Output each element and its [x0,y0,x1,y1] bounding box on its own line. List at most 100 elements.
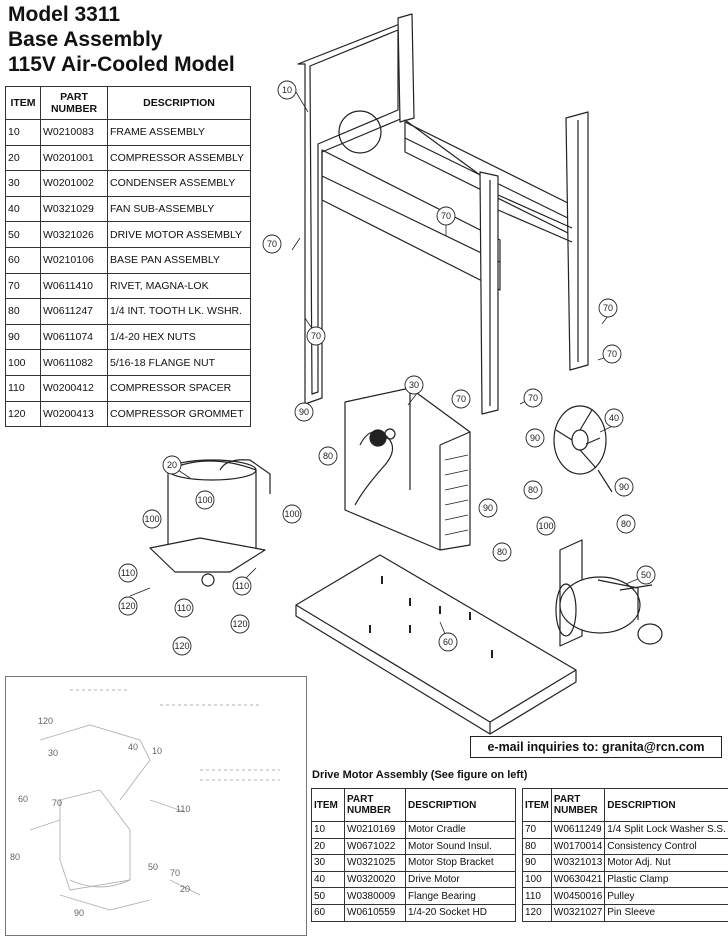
description-cell: COMPRESSOR GROMMET [107,400,251,428]
frame-assembly-drawing [297,13,589,415]
description-cell: Flange Bearing [405,887,516,905]
drive-motor-heading: Drive Motor Assembly (See figure on left… [312,769,528,781]
item-cell: 120 [522,903,552,922]
callout-30: 30 [409,380,419,390]
inset-callout-30: 30 [48,748,58,758]
description-cell: 1/4-20 Socket HD [405,903,516,922]
part-number-cell: W0611082 [40,349,108,376]
callout-120: 120 [174,641,189,651]
item-cell: 110 [5,374,41,402]
item-cell: 80 [522,837,552,856]
drive-motor-inset-sketch [29,689,280,911]
callout-110: 110 [235,581,249,591]
item-cell: 20 [311,837,345,856]
item-cell: 70 [522,821,552,839]
header-description: DESCRIPTION [604,788,728,822]
description-cell: Consistency Control [604,837,728,856]
item-cell: 90 [5,323,41,351]
callout-100: 100 [144,514,159,524]
fan-subassembly-drawing [553,405,613,493]
item-cell: 30 [311,854,345,872]
callout-70: 70 [607,349,617,359]
callout-70: 70 [603,303,613,313]
description-cell: Motor Cradle [405,821,516,839]
callout-60: 60 [443,637,453,647]
description-cell: COMPRESSOR ASSEMBLY [107,144,251,172]
item-cell: 90 [522,854,552,872]
callout-20: 20 [167,460,177,470]
description-cell: Drive Motor [405,870,516,889]
description-cell: Pin Sleeve [604,903,728,922]
inset-callout-10: 10 [152,746,162,756]
callout-100: 100 [197,495,212,505]
inset-callout-120: 120 [38,716,53,726]
part-number-cell: W0321029 [40,195,108,223]
drive-motor-drawing [555,539,663,647]
part-number-cell: W0320020 [344,870,406,889]
part-number-cell: W0170014 [550,837,606,856]
part-number-cell: W0610559 [344,903,406,922]
item-cell: 40 [5,195,41,223]
description-cell: 1/4-20 HEX NUTS [107,323,251,351]
email-inquiries: e-mail inquiries to: granita@rcn.com [470,736,722,758]
callout-80: 80 [621,519,631,529]
callout-100: 100 [538,521,553,531]
inset-callout-70: 70 [52,798,62,808]
part-number-cell: W0450016 [550,887,606,905]
description-cell: CONDENSER ASSEMBLY [107,170,251,197]
header-item: ITEM [522,788,552,822]
description-cell: Pulley [604,887,728,905]
callout-80: 80 [497,547,507,557]
title-subtitle: 115V Air-Cooled Model [8,53,235,76]
callout-90: 90 [299,407,309,417]
part-number-cell: W0321025 [344,854,406,872]
item-cell: 30 [5,170,41,197]
part-number-cell: W0200413 [40,400,108,428]
part-number-cell: W0201002 [40,170,108,197]
description-cell: Motor Sound Insul. [405,837,516,856]
callout-90: 90 [483,503,493,513]
part-number-cell: W0380009 [344,887,406,905]
page-title: Model 3311 Base Assembly 115V Air-Cooled… [8,2,235,77]
inset-callout-20: 20 [180,884,190,894]
callout-70: 70 [441,211,451,221]
header-part-number: PART NUMBER [550,788,606,822]
description-cell: Motor Adj. Nut [604,854,728,872]
callout-100: 100 [284,509,299,519]
item-cell: 60 [311,903,345,922]
inset-callout-90: 90 [74,908,84,918]
callout-120: 120 [232,619,247,629]
item-cell: 20 [5,144,41,172]
item-cell: 110 [522,887,552,905]
inset-callout-40: 40 [128,742,138,752]
description-cell: FRAME ASSEMBLY [107,119,251,146]
inset-callout-50: 50 [148,862,158,872]
title-model: Model 3311 [8,3,121,26]
callout-120: 120 [120,601,135,611]
part-number-cell: W0630421 [550,870,606,889]
part-number-cell: W0611410 [40,272,108,300]
part-number-cell: W0671022 [344,837,406,856]
callout-70: 70 [267,239,277,249]
part-number-cell: W0611247 [40,298,108,325]
callout-70: 70 [456,394,466,404]
part-number-cell: W0321026 [40,221,108,248]
inset-callout-80: 80 [10,852,20,862]
inset-callout-110: 110 [176,804,190,814]
item-cell: 40 [311,870,345,889]
description-cell: Motor Stop Bracket [405,854,516,872]
